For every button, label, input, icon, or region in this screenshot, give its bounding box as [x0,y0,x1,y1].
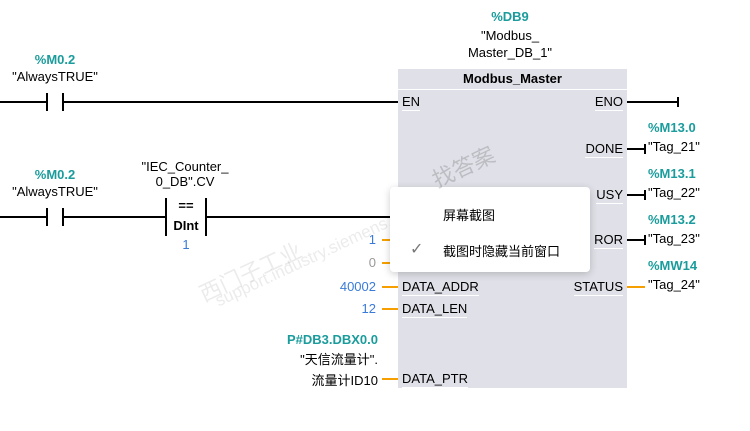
rung1-contact-address: %M0.2 [34,52,76,67]
mb-addr-value[interactable]: 1 [368,232,376,247]
busy-tag[interactable]: "Tag_22" [648,185,700,200]
pin-data-addr: DATA_ADDR [402,279,479,296]
data-ptr-tag-2[interactable]: 流量计ID10 [311,373,378,388]
pin-status: STATUS [573,279,623,296]
error-address: %M13.2 [648,212,696,227]
menu-item-label: 截图时隐藏当前窗口 [443,244,561,259]
compare-operator: == [178,198,194,213]
menu-item-screenshot[interactable]: 屏幕截图 [390,195,590,231]
pin-eno: ENO [594,94,623,111]
checkmark-icon: ✓ [410,241,424,258]
rung2-contact-address: %M0.2 [34,167,76,182]
data-addr-value[interactable]: 40002 [339,279,376,294]
data-ptr-address: P#DB3.DBX0.0 [286,332,378,347]
pin-data-ptr: DATA_PTR [402,371,468,388]
pin-data-len: DATA_LEN [402,301,468,318]
compare-operand: "IEC_Counter_0_DB".CV [141,159,229,189]
rung2-contact-tag: "AlwaysTRUE" [12,184,98,199]
status-tag[interactable]: "Tag_24" [648,277,700,292]
rung1-contact[interactable] [46,93,48,111]
busy-address: %M13.1 [648,166,696,181]
pin-error: ROR [594,232,623,249]
data-len-value[interactable]: 12 [361,301,376,316]
done-tag[interactable]: "Tag_21" [648,139,700,154]
compare-type: DInt [173,218,199,233]
context-menu: 屏幕截图 ✓ 截图时隐藏当前窗口 [390,187,590,272]
status-address: %MW14 [648,258,698,273]
instance-db-address: %DB9 [491,9,529,24]
instance-db-name: "Modbus_Master_DB_1" [467,28,553,60]
pin-done: DONE [585,141,623,158]
rung2-contact[interactable] [46,208,48,226]
block-title: Modbus_Master [398,69,627,90]
done-address: %M13.0 [648,120,696,135]
error-tag[interactable]: "Tag_23" [648,231,700,246]
data-ptr-tag-1: "天信流量计". [300,352,378,367]
pin-busy: USY [596,187,623,204]
menu-item-label: 屏幕截图 [443,208,496,223]
rung1-contact-tag: "AlwaysTRUE" [12,69,98,84]
menu-item-hide-window[interactable]: ✓ 截图时隐藏当前窗口 [390,231,590,267]
pin-en: EN [402,94,421,111]
mode-value[interactable]: 0 [368,255,376,270]
compare-value: 1 [182,237,190,252]
compare-box[interactable] [165,198,167,236]
